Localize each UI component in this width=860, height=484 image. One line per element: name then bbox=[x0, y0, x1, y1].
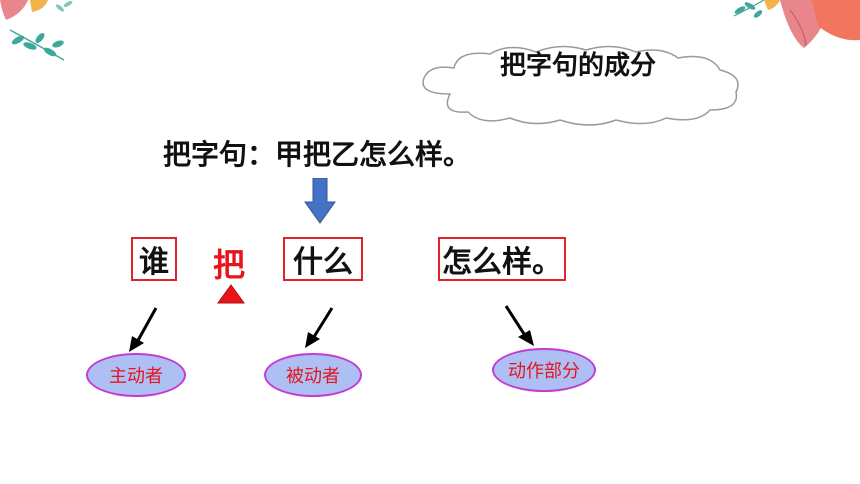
down-arrow-icon bbox=[304, 178, 336, 224]
arrow-to-agent-icon bbox=[129, 307, 158, 352]
cloud-shape bbox=[422, 45, 739, 126]
pattern-sentence: 把字句：甲把乙怎么样。 bbox=[163, 138, 472, 171]
leaf-decoration-top-right-icon bbox=[733, 0, 860, 48]
arrow-to-action-icon bbox=[504, 305, 534, 346]
role-patient: 被动者 bbox=[264, 353, 362, 397]
cloud-label: 把字句的成分 bbox=[500, 51, 657, 81]
box-what: 什么 bbox=[283, 237, 363, 281]
leaf-decoration-top-left-icon bbox=[0, 0, 73, 61]
triangle-icon bbox=[217, 284, 245, 304]
role-agent: 主动者 bbox=[86, 353, 186, 397]
box-who: 谁 bbox=[131, 237, 177, 281]
arrow-to-patient-icon bbox=[305, 307, 334, 348]
role-action: 动作部分 bbox=[492, 348, 596, 392]
box-how: 怎么样。 bbox=[438, 237, 566, 281]
ba-character: 把 bbox=[213, 246, 246, 284]
